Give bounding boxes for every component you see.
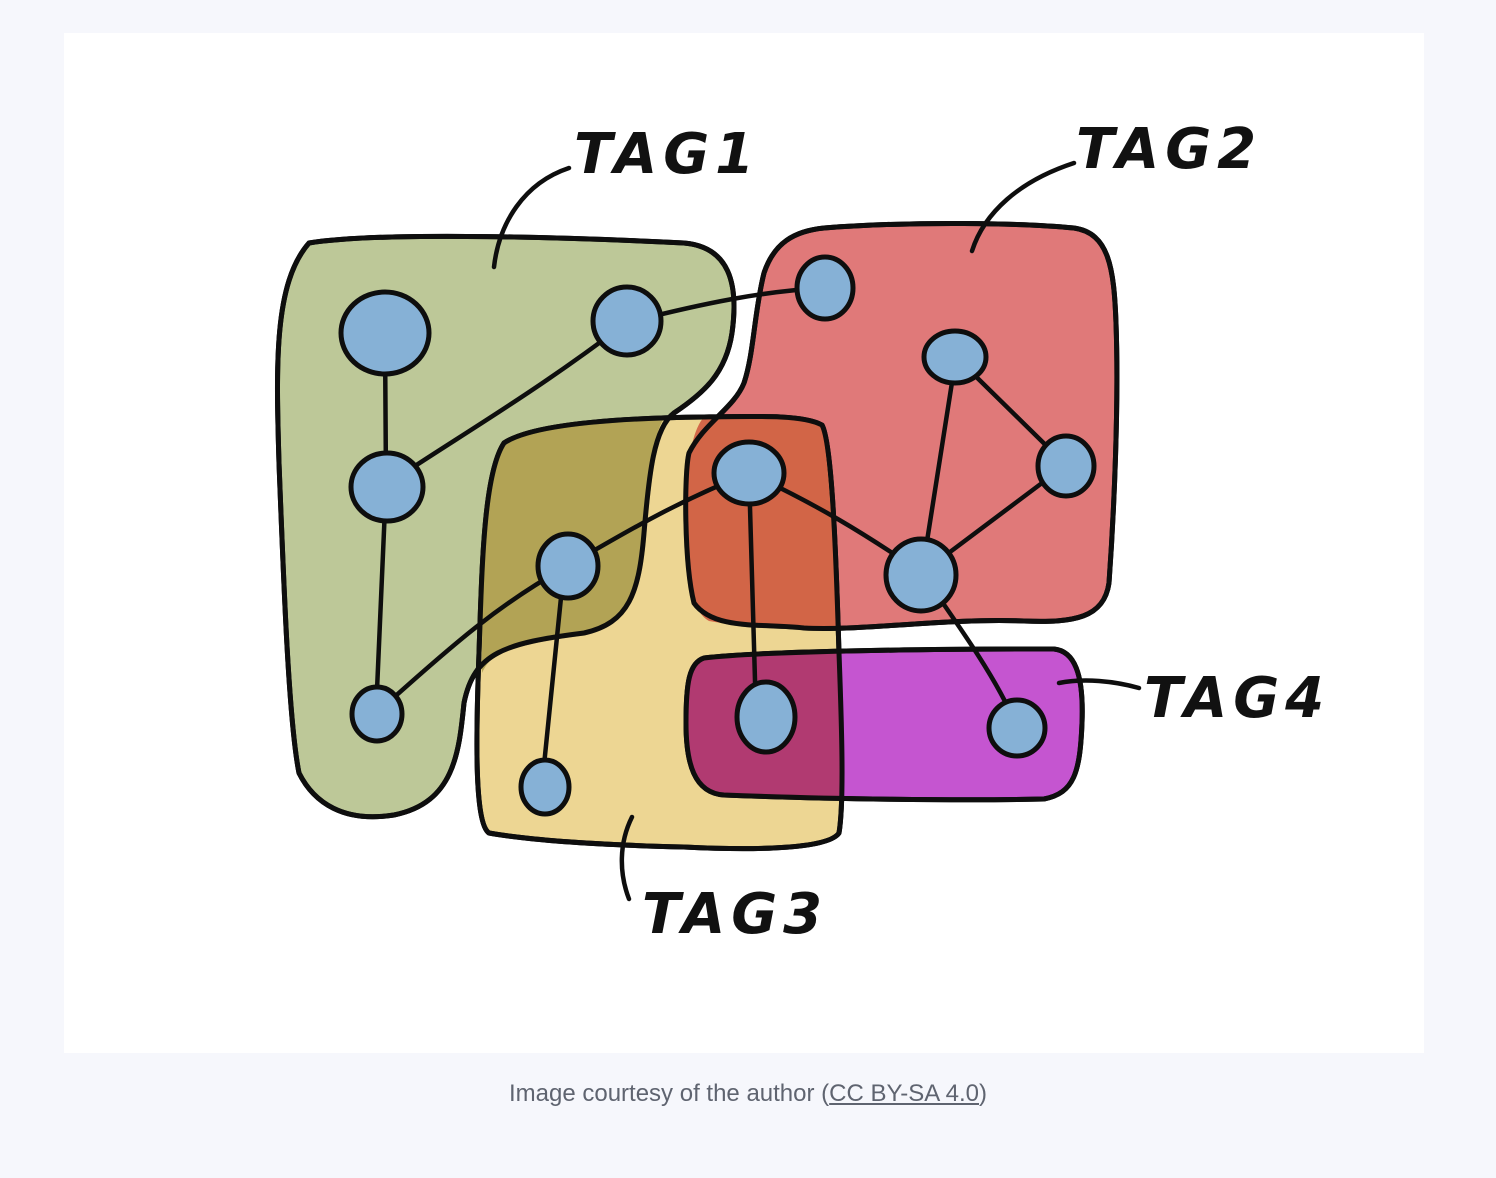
tag1-outline bbox=[275, 233, 737, 820]
node bbox=[921, 328, 989, 386]
node bbox=[535, 531, 601, 601]
edge bbox=[919, 354, 959, 576]
node bbox=[734, 679, 798, 755]
tag2-leader bbox=[969, 160, 1077, 254]
node bbox=[348, 450, 426, 524]
image-caption: Image courtesy of the author (CC BY-SA 4… bbox=[0, 1080, 1496, 1108]
tag4-outline bbox=[683, 646, 1085, 803]
tag-overlap-diagram: TAG1 TAG2 TAG3 TAG4 bbox=[275, 117, 1330, 947]
tag3-leader bbox=[619, 814, 635, 902]
node bbox=[986, 697, 1048, 759]
node bbox=[1035, 433, 1097, 499]
tag3-label: TAG3 bbox=[642, 882, 828, 947]
node bbox=[338, 289, 432, 377]
node bbox=[518, 757, 572, 817]
node bbox=[883, 536, 959, 614]
graph-nodes bbox=[338, 254, 1097, 817]
edge bbox=[373, 565, 567, 716]
tag4-label: TAG4 bbox=[1144, 666, 1330, 731]
tag4-leader bbox=[1056, 678, 1142, 691]
node bbox=[590, 284, 664, 358]
caption-prefix: Image courtesy of the author ( bbox=[508, 1080, 830, 1107]
tag3-outline bbox=[474, 413, 845, 852]
node bbox=[794, 254, 856, 322]
tag1-label: TAG1 bbox=[574, 122, 760, 187]
edge bbox=[539, 565, 567, 788]
license-link[interactable]: CC BY-SA 4.0 bbox=[829, 1080, 980, 1107]
edge bbox=[746, 470, 759, 718]
tag2-label: TAG2 bbox=[1076, 117, 1262, 182]
tag1-leader bbox=[491, 165, 572, 270]
tag2-outline bbox=[683, 220, 1120, 631]
node bbox=[711, 439, 787, 507]
node bbox=[349, 684, 405, 744]
caption-suffix: ) bbox=[979, 1080, 988, 1107]
figure-image: TAG1 TAG2 TAG3 TAG4 bbox=[64, 33, 1424, 1053]
